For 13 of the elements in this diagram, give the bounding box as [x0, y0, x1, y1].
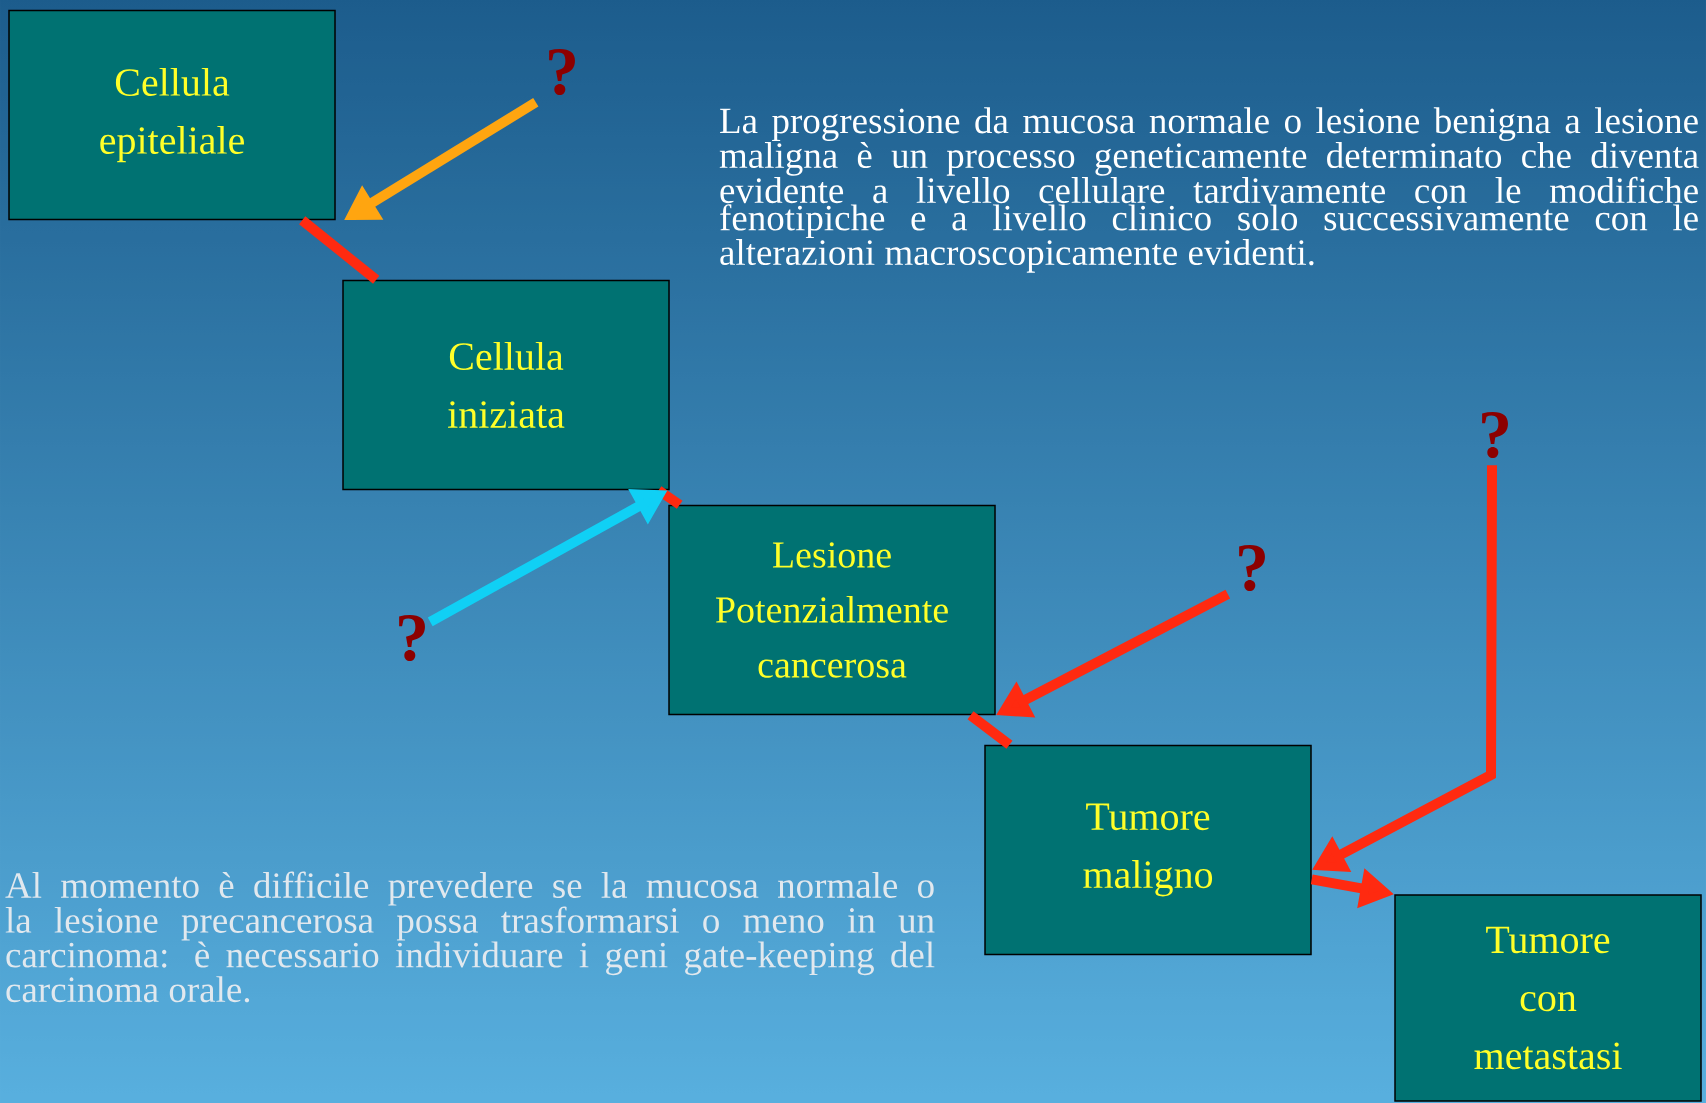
stage-box: Tumore maligno [984, 744, 1312, 956]
stage-box: Cellula iniziata [342, 279, 670, 491]
connector-line [967, 711, 1013, 749]
question-mark: ? [1482, 412, 1508, 458]
paragraph-text: Al momento è difficile prevedere se la mucosa normale o la lesione precancerosa possa trasformarsi o meno in un carcinoma: è necessario individuare i geni gate-keeping del carcinoma orale. [5, 871, 935, 1003]
stage-box: Tumore con metastasi [1394, 894, 1702, 1102]
stage-box: Lesione Potenzialmente cancerosa [668, 504, 996, 716]
stage-box: Cellula epiteliale [8, 9, 336, 221]
question-mark: ? [399, 615, 425, 661]
paragraph-text: La progressione da mucosa normale o lesione benigna a lesione maligna è un processo geneticamente determinato che diventa evidente a livello cellulare tardivamente con le modifiche fenotipiche e a livello clinico solo successivamente con le alterazioni macroscopicamente evidenti. [719, 107, 1699, 273]
connector-line [299, 216, 380, 284]
question-mark: ? [549, 49, 575, 95]
question-mark: ? [1239, 545, 1265, 591]
